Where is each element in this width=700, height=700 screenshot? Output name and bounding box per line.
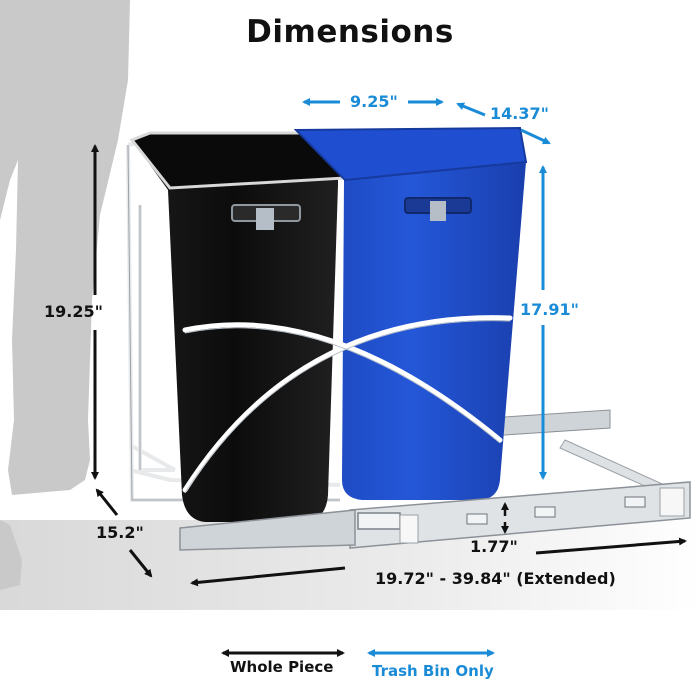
overall-length-arrow: [190, 537, 687, 587]
blue-trash-bin: [293, 126, 528, 500]
floor-shadow: [0, 520, 700, 610]
bin-depth-label: 14.37": [490, 104, 549, 123]
overall-length-label: 19.72" - 39.84" (Extended): [375, 569, 616, 588]
legend-trash-bin-only-label: Trash Bin Only: [372, 662, 494, 680]
overall-depth-arrow: [95, 488, 153, 578]
rail-height-label: 1.77": [470, 537, 518, 556]
front-slide-rail: [179, 481, 691, 551]
person-silhouette-icon: [0, 0, 130, 590]
overall-height-label: 19.25": [44, 302, 103, 321]
overall-depth-label: 15.2": [96, 523, 144, 542]
bin-width-label: 9.25": [350, 92, 398, 111]
legend-whole-piece-label: Whole Piece: [230, 658, 334, 676]
bin-depth-arrow: [456, 102, 551, 145]
packing-straps: [182, 315, 513, 493]
bin-height-label: 17.91": [520, 300, 579, 319]
page-title: Dimensions: [246, 14, 454, 50]
